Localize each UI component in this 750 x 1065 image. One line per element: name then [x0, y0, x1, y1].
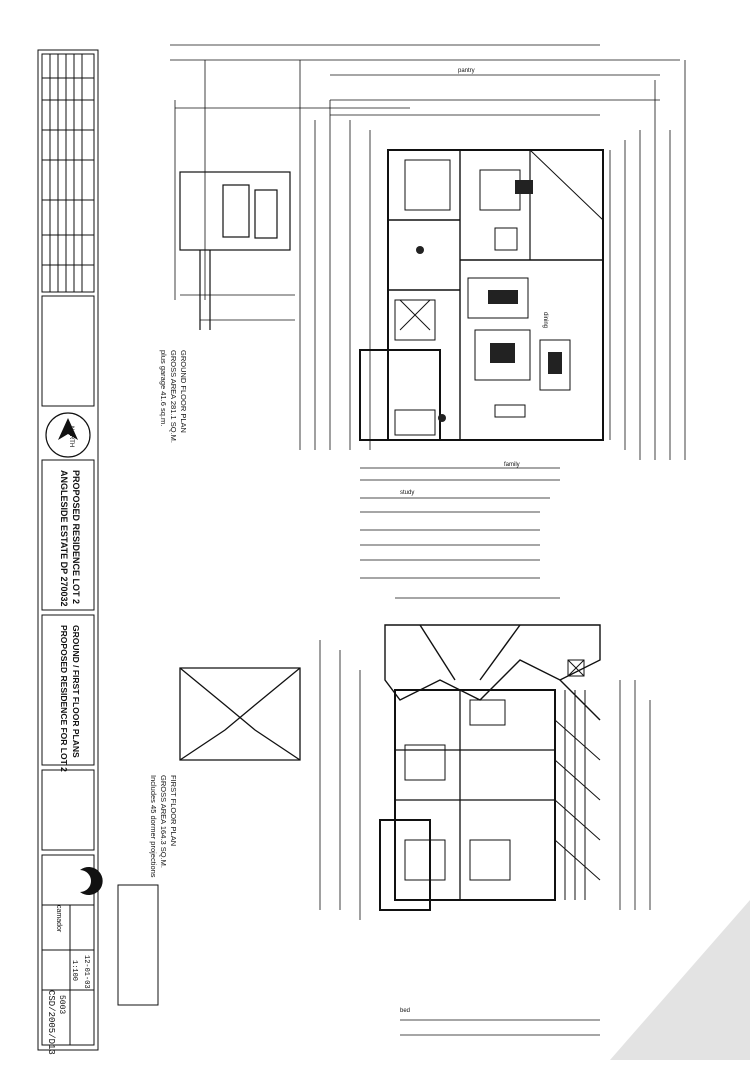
first-floor-plan	[379, 689, 601, 911]
title-block	[37, 49, 99, 1051]
ground-furniture	[416, 180, 562, 422]
ground-bottom-dimensions	[360, 467, 560, 579]
room-label-study: study	[400, 490, 415, 496]
first-dimension-lines	[319, 597, 651, 1036]
room-label-pantry: pantry	[458, 68, 475, 74]
company-logo-icon	[80, 867, 103, 895]
stamp-box	[117, 884, 159, 1006]
project-title: PROPOSED RESIDENCE LOT 2 ANGLESIDE ESTAT…	[58, 470, 82, 607]
first-floor-caption: FIRST FLOOR PLAN GROSS AREA 164.3 SQ.M. …	[148, 775, 178, 878]
scan-fold-shadow	[610, 900, 750, 1060]
room-label-bed: bed	[400, 1008, 411, 1014]
ground-floor-title: GROUND FLOOR PLAN	[179, 350, 188, 433]
company-name: camador	[55, 905, 62, 933]
drawing-title: GROUND / FIRST FLOOR PLANS PROPOSED RESI…	[58, 625, 82, 772]
project-line-1: PROPOSED RESIDENCE LOT 2	[71, 470, 81, 605]
first-floor-area: GROSS AREA 164.3 SQ.M.	[159, 775, 168, 868]
first-floor-roof	[384, 624, 601, 721]
drawing-line-2: PROPOSED RESIDENCE FOR LOT 2	[59, 625, 69, 772]
drawing-reference: CSD/2005/D13	[46, 990, 56, 1055]
first-floor-title: FIRST FLOOR PLAN	[169, 775, 178, 847]
ground-floor-garage: plus garage 41.6 sq.m.	[159, 350, 168, 427]
room-label-dining: dining	[542, 312, 548, 329]
first-floor-note: Includes 45 dormer projections	[149, 775, 158, 878]
ground-floor-plan	[359, 149, 604, 441]
drawing-date: 12-01-03	[82, 955, 90, 989]
drawing-line-1: GROUND / FIRST FLOOR PLANS	[71, 625, 81, 758]
north-label: NORTH	[68, 426, 74, 448]
ground-floor-area: GROSS AREA 281.1 SQ.M.	[169, 350, 178, 443]
ground-floor-caption: GROUND FLOOR PLAN GROSS AREA 281.1 SQ.M.…	[158, 350, 188, 443]
north-pointer-icon	[58, 418, 78, 440]
skylight-icon	[567, 659, 585, 677]
project-line-2: ANGLESIDE ESTATE DP 270032	[59, 470, 69, 607]
garage-plan	[179, 171, 291, 330]
ground-dimension-lines	[170, 44, 686, 460]
roof-plan-sketch	[179, 667, 301, 761]
drawing-scale: 1:100	[70, 960, 78, 982]
drawing-number: 5003	[57, 995, 66, 1015]
north-arrow-icon	[45, 412, 91, 458]
room-label-family: family	[504, 462, 520, 468]
